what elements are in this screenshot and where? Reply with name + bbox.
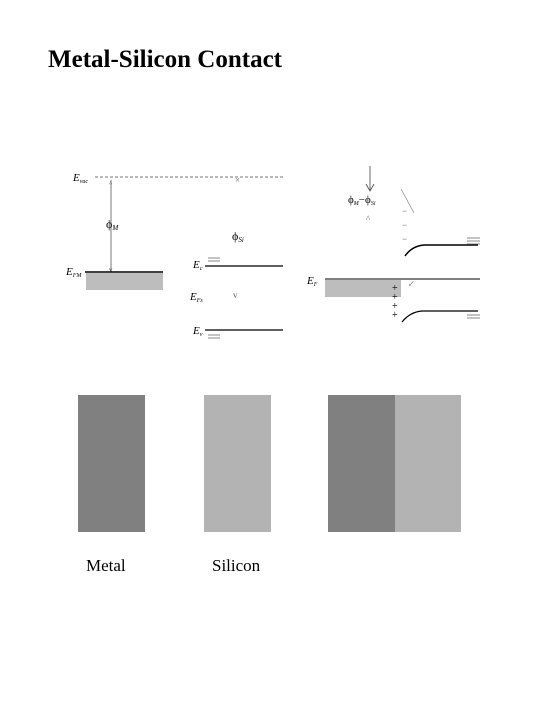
metal-block (78, 395, 145, 532)
e-f-label: EF (306, 275, 318, 288)
charge-plus-4: + (392, 310, 398, 321)
barrier-height-label: ϕM−ϕSi (348, 194, 376, 207)
si-fermi-mark: v (233, 290, 238, 300)
phi-si-label: ϕSi (232, 229, 244, 244)
phi-m-label: ϕM (106, 217, 119, 232)
e-vac-label: Evac (72, 172, 88, 185)
arrow-head-top: ^ (109, 180, 113, 188)
e-c-label: Ec (192, 259, 203, 272)
silicon-block (204, 395, 271, 532)
svg-text:↙: ↙ (408, 279, 415, 288)
metal-caption: Metal (86, 556, 126, 575)
e-fm-label: EFM (65, 266, 82, 279)
svg-text:^: ^ (366, 214, 371, 224)
silicon-caption: Silicon (212, 556, 261, 575)
e-fs-label: EFs (189, 291, 203, 304)
contact-silicon-block (395, 395, 461, 532)
e-v-label: Ev (192, 325, 203, 338)
bent-valence-band (401, 310, 478, 323)
page-title: Metal-Silicon Contact (48, 46, 282, 73)
contact-metal-block (328, 395, 395, 532)
charge-plus-2: + (392, 292, 398, 303)
vac-arrow-mark: × (235, 175, 240, 185)
depletion-minus-3: − (402, 234, 407, 244)
metal-filled-states (86, 273, 163, 290)
barrier-pointer (400, 188, 415, 214)
bent-conduction-band (404, 244, 478, 257)
depletion-minus-1: − (402, 206, 407, 216)
depletion-minus-2: − (402, 220, 407, 230)
charge-plus-1: + (392, 283, 398, 294)
contact-metal-filled (325, 280, 401, 297)
arrow-head-bottom: v (109, 266, 113, 274)
charge-plus-3: + (392, 301, 398, 312)
